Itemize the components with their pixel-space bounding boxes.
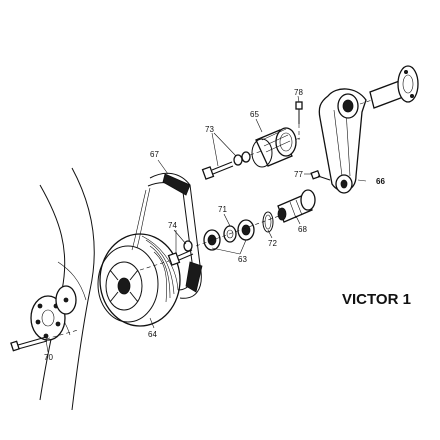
part-label-66: 66 [376, 177, 385, 186]
part-label-74: 74 [168, 221, 177, 230]
leader-lines [45, 95, 367, 353]
part-label-63: 63 [238, 255, 247, 264]
arm-66 [318, 88, 367, 194]
part-label-70: 70 [44, 353, 53, 362]
bolt-70 [10, 329, 79, 352]
sleeve-65 [251, 127, 297, 168]
shaft-68 [277, 189, 316, 223]
part-label-72: 72 [268, 239, 277, 248]
bolt-73 [201, 137, 301, 180]
part-label-73: 73 [205, 125, 214, 134]
part-label-78: 78 [294, 88, 303, 97]
flange-70 [30, 285, 77, 341]
bolt-77 [310, 169, 331, 181]
part-label-64: 64 [148, 330, 157, 339]
part-label-71: 71 [218, 205, 227, 214]
part-label-67: 67 [150, 150, 159, 159]
bolt-74 [139, 240, 194, 271]
part-label-77: 77 [294, 170, 303, 179]
model-title: VICTOR 1 [342, 291, 411, 308]
part-label-68: 68 [298, 225, 307, 234]
bolt-78 [295, 101, 303, 140]
pulley-64 [97, 233, 181, 327]
axle-flange [359, 65, 419, 109]
belt-67 [131, 172, 203, 299]
part-label-65: 65 [250, 110, 259, 119]
bearing-stack [195, 211, 291, 251]
